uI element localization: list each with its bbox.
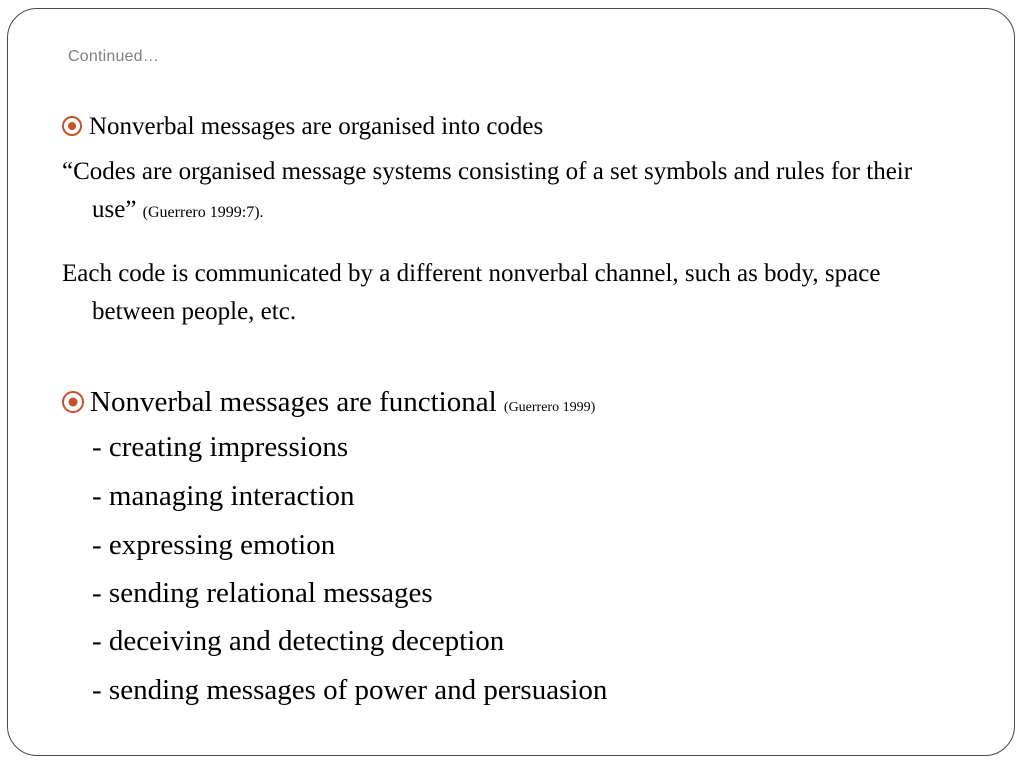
codes-definition-quote: “Codes are organised message systems con…: [62, 153, 962, 232]
quote-text: “Codes are organised message systems con…: [62, 158, 913, 223]
circled-dot-icon: [62, 116, 82, 137]
functional-citation: (Guerrero 1999): [503, 400, 596, 415]
circled-dot-icon: [62, 391, 84, 414]
function-item: - deceiving and detecting deception: [92, 625, 505, 657]
bullet-codes: Nonverbal messages are organised into co…: [62, 110, 543, 144]
bullet-functional-text: Nonverbal messages are functional: [90, 386, 497, 418]
slide-title: Continued…: [68, 48, 159, 65]
function-item: - sending messages of power and persuasi…: [92, 674, 608, 706]
function-item: - expressing emotion: [92, 529, 336, 561]
slide-frame: [7, 8, 1015, 756]
bullet-functional: Nonverbal messages are functional (Guerr…: [62, 382, 595, 428]
function-item: - creating impressions: [92, 431, 349, 463]
channel-text: Each code is communicated by a different…: [62, 260, 881, 325]
channel-paragraph: Each code is communicated by a different…: [62, 255, 962, 331]
function-item: - managing interaction: [92, 480, 355, 512]
quote-citation: (Guerrero 1999:7).: [142, 204, 264, 221]
function-item: - sending relational messages: [92, 577, 433, 609]
bullet-codes-text: Nonverbal messages are organised into co…: [89, 113, 544, 140]
